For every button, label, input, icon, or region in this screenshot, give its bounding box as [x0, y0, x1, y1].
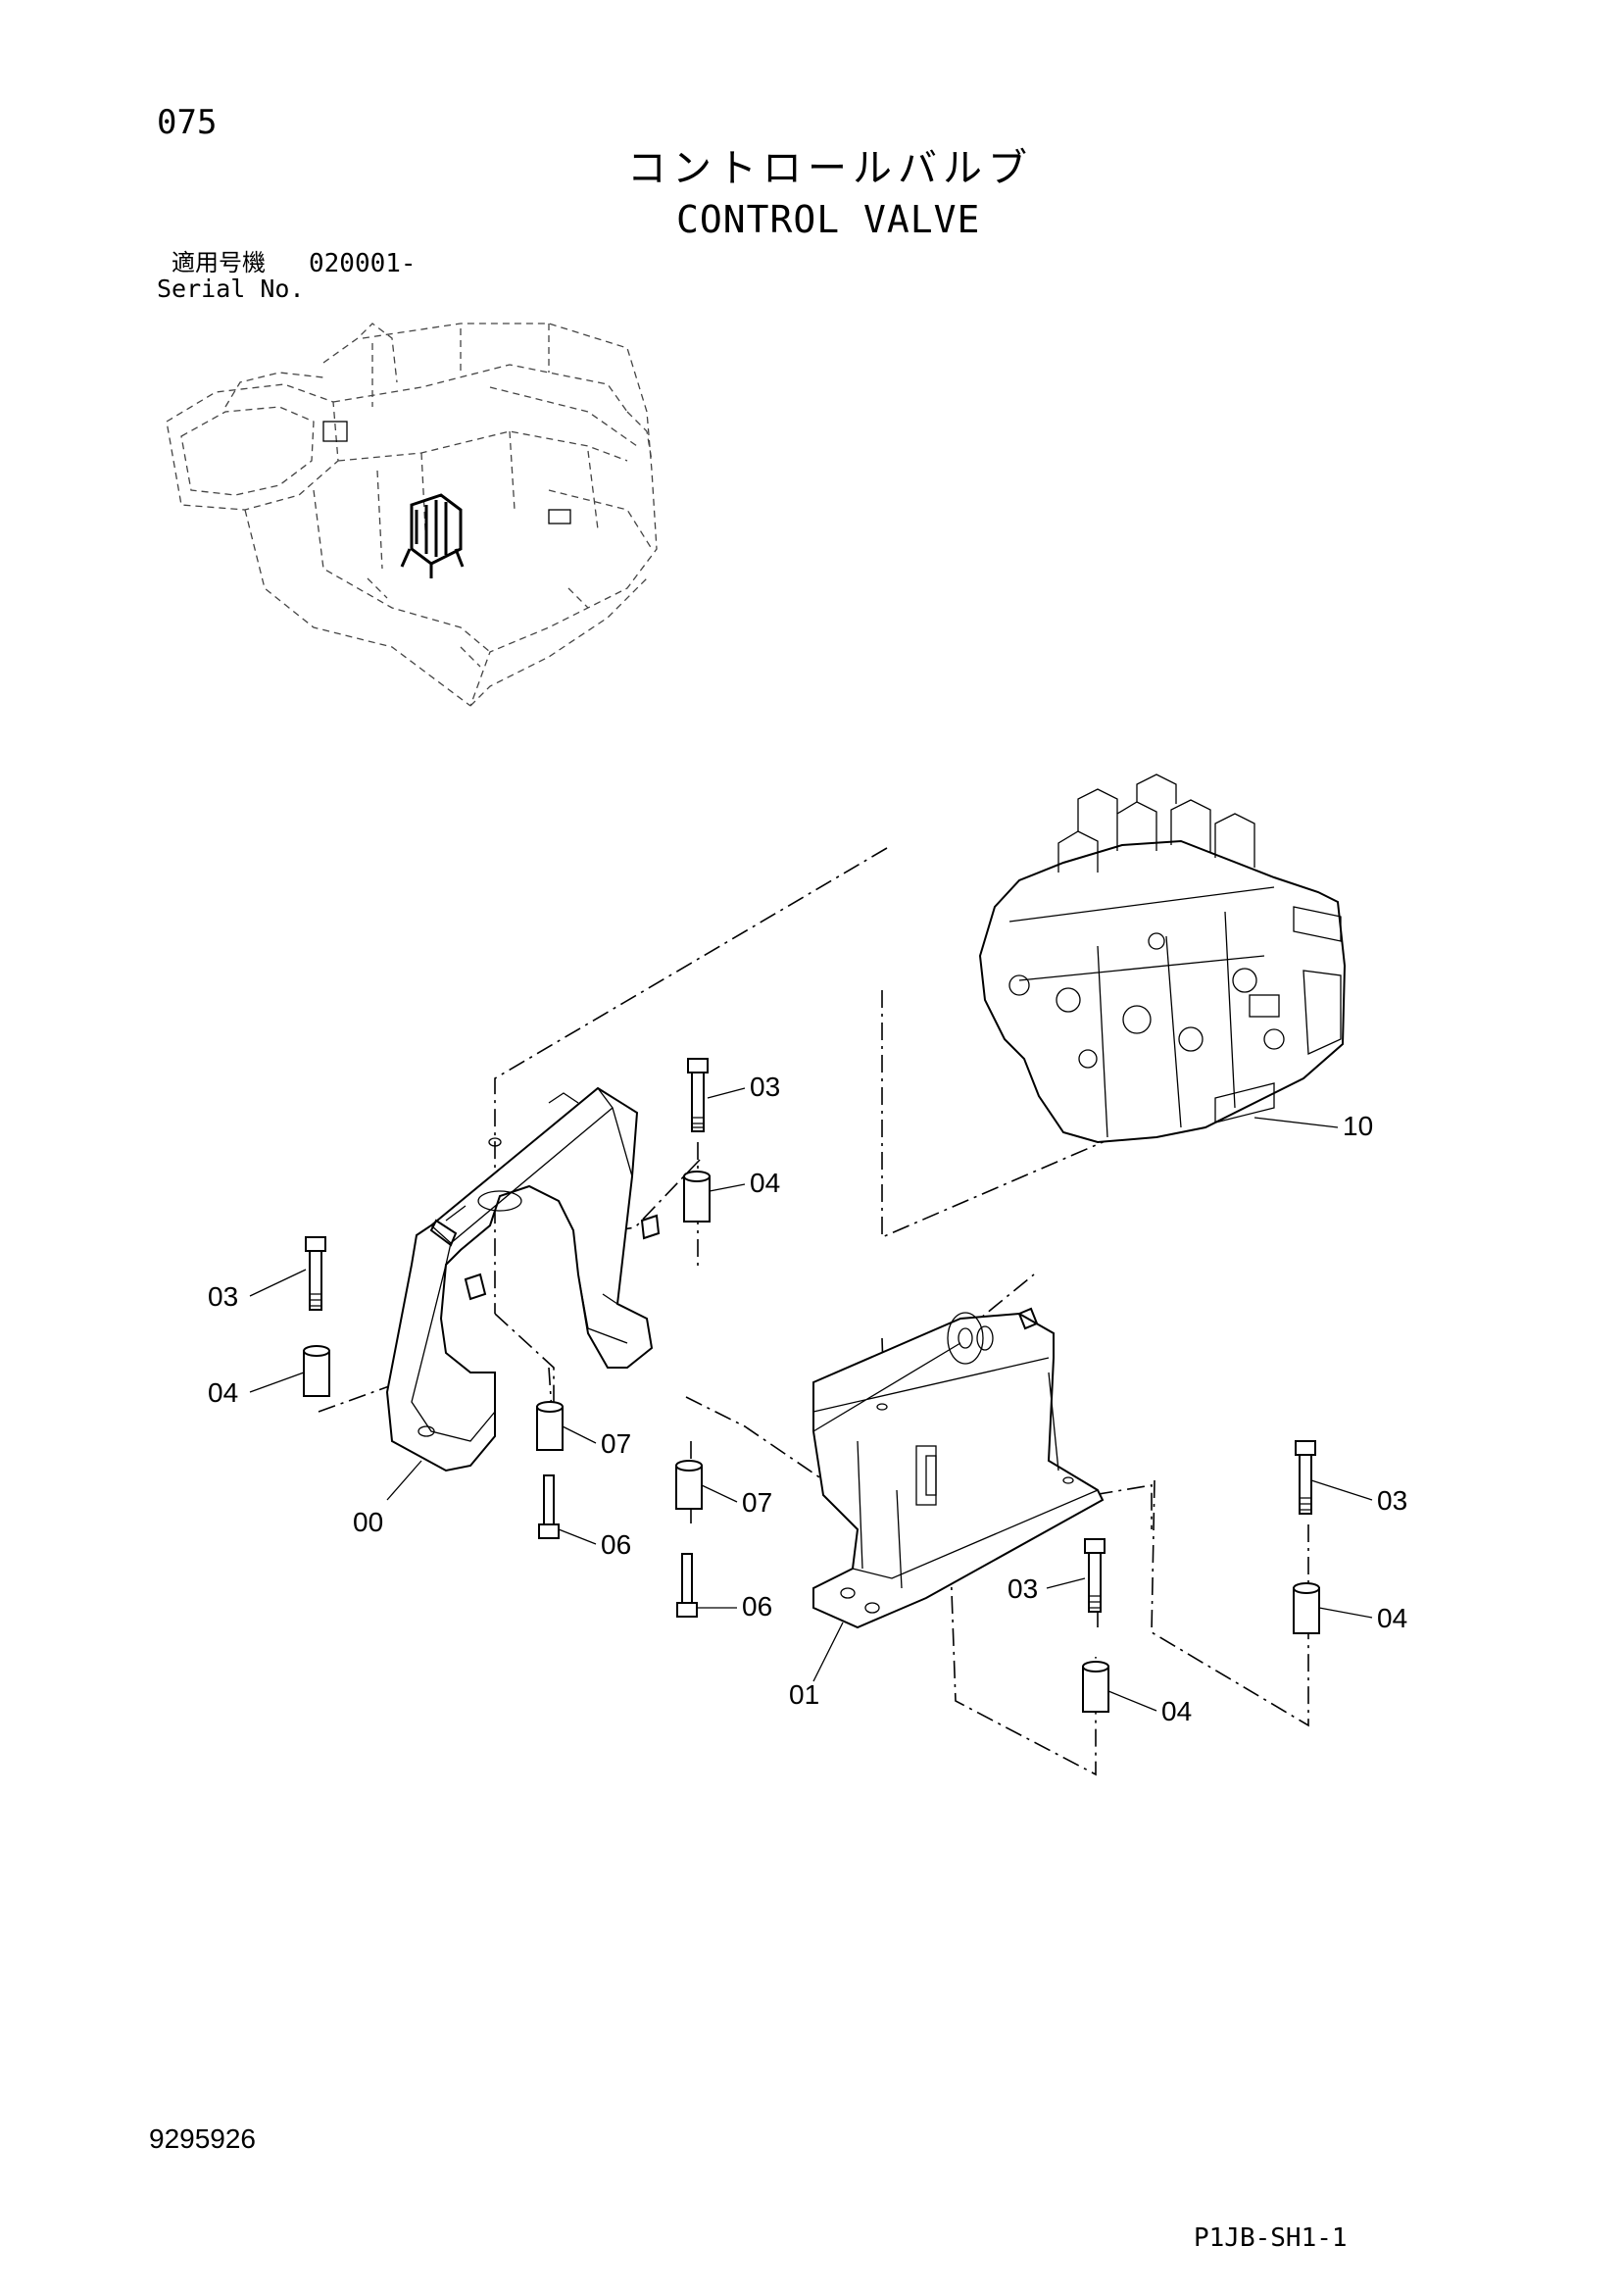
callout-03-left: 03: [208, 1281, 238, 1312]
callout-00-left-bracket: 00: [353, 1507, 383, 1537]
bolt-03-top: [687, 1058, 709, 1132]
collar-07-left: [536, 1401, 564, 1451]
collar-04-bottom: [1082, 1661, 1109, 1713]
right-bracket-part: [812, 1307, 1105, 1629]
callout-04-bottom: 04: [1161, 1696, 1192, 1726]
callout-04-top: 04: [750, 1168, 780, 1198]
callout-04-right: 04: [1377, 1603, 1407, 1633]
callout-10-valve: 10: [1343, 1111, 1373, 1141]
callout-06-mid: 06: [742, 1591, 772, 1622]
drawing-number: 9295926: [149, 2123, 257, 2154]
serial-value: 020001-: [309, 249, 417, 278]
left-bracket-part: [385, 1086, 661, 1472]
control-valve-part: [978, 774, 1347, 1144]
collar-07-mid: [675, 1460, 703, 1510]
collar-04-left: [303, 1345, 330, 1397]
callout-06-left: 06: [601, 1529, 631, 1560]
page-number: 075: [157, 103, 218, 142]
leader-lines: [249, 1087, 1373, 1712]
callout-03-bottom: 03: [1008, 1573, 1038, 1604]
machine-overview-illustration: [166, 323, 658, 707]
bolt-06-mid: [676, 1553, 698, 1618]
serial-label-english: Serial No.: [157, 275, 305, 303]
title-japanese: コントロールバルブ: [627, 146, 1033, 191]
callout-01-right-bracket: 01: [789, 1679, 819, 1710]
serial-label-japanese: 適用号機: [172, 249, 266, 276]
callout-03-right: 03: [1377, 1485, 1407, 1516]
collar-04-right: [1293, 1582, 1320, 1634]
bolt-03-bottom: [1084, 1538, 1106, 1613]
bolt-03-right: [1295, 1440, 1316, 1515]
callout-03-top: 03: [750, 1072, 780, 1102]
callout-07-left: 07: [601, 1428, 631, 1459]
title-english: CONTROL VALVE: [676, 198, 981, 241]
assembly-lines: [318, 847, 1309, 1776]
collar-04-top: [683, 1171, 711, 1223]
callout-07-mid: 07: [742, 1487, 772, 1518]
sheet-code: P1JB-SH1-1: [1194, 2223, 1348, 2253]
callout-04-left: 04: [208, 1377, 238, 1408]
bolt-06-left: [538, 1474, 560, 1539]
bolt-03-left: [305, 1236, 326, 1311]
